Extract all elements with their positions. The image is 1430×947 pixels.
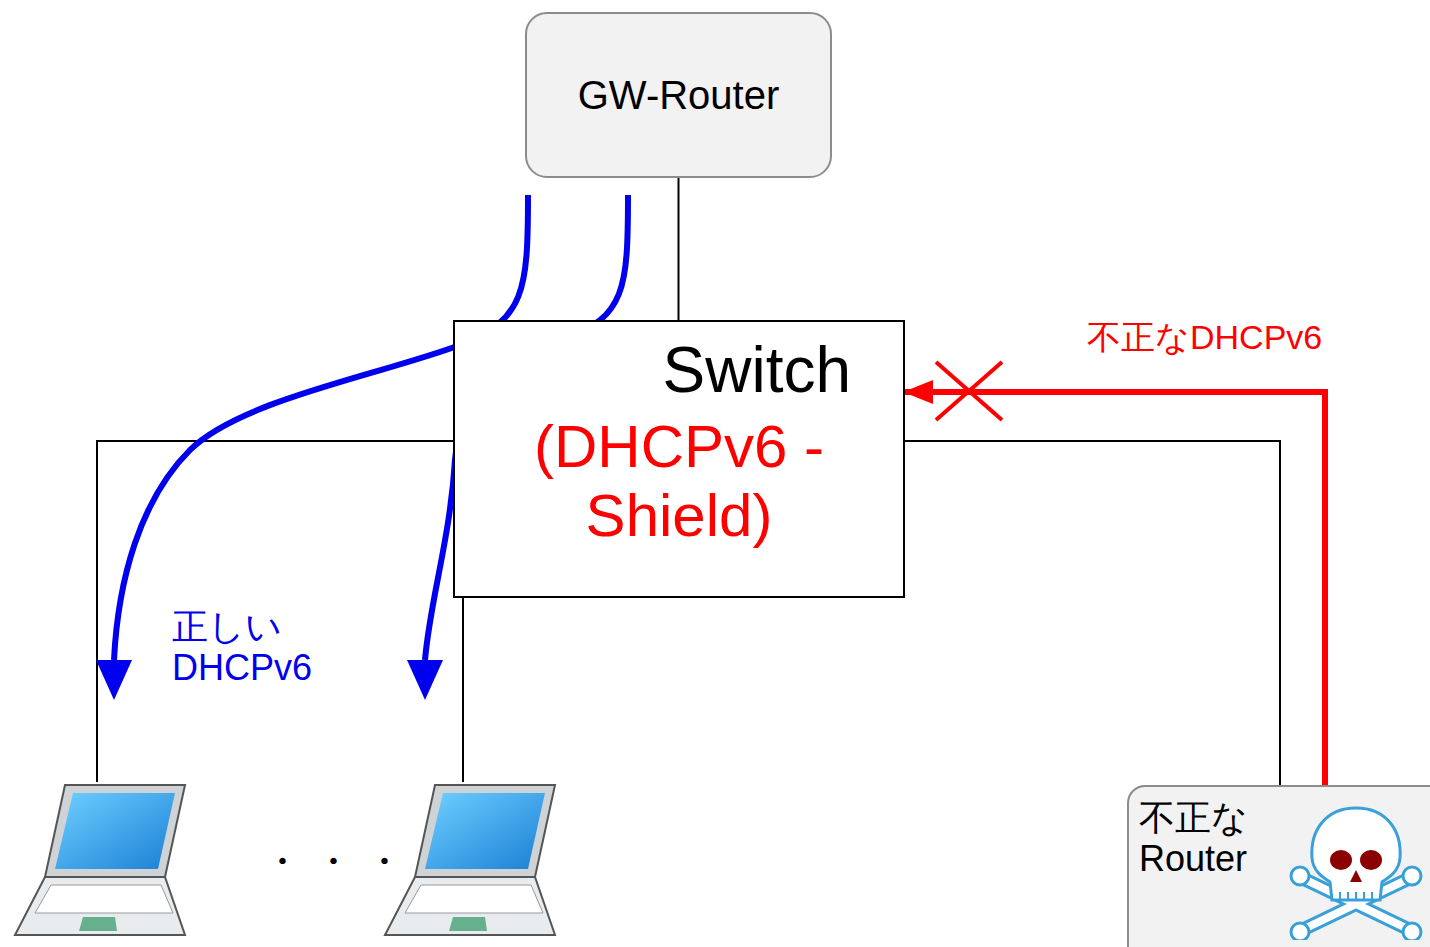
flow-label: 正しい DHCPv6 (172, 606, 372, 689)
skull-icon (1286, 800, 1426, 940)
laptop-icon (385, 785, 555, 935)
node-subtitle: (DHCPv6 -Shield) (514, 412, 844, 550)
block-mark (930, 356, 1010, 426)
wire (97, 441, 453, 782)
router-box: GW-Router (525, 12, 832, 178)
edge-label: 不正なDHCPv6 (1085, 318, 1324, 357)
ellipsis: ・ ・ ・ (262, 838, 404, 884)
rogue-dhcpv6-arrow (905, 392, 1325, 785)
link-line (678, 178, 680, 320)
node-title: GW-Router (578, 72, 780, 118)
arrow-head (96, 660, 132, 700)
node-title: 不正な Router (1139, 797, 1289, 880)
laptop-icon (15, 785, 185, 935)
arrow-head (407, 660, 443, 700)
wire (462, 598, 464, 782)
link-line (905, 441, 1280, 785)
node-title: Switch (663, 334, 852, 408)
switch-box: Switch(DHCPv6 -Shield) (453, 320, 905, 598)
